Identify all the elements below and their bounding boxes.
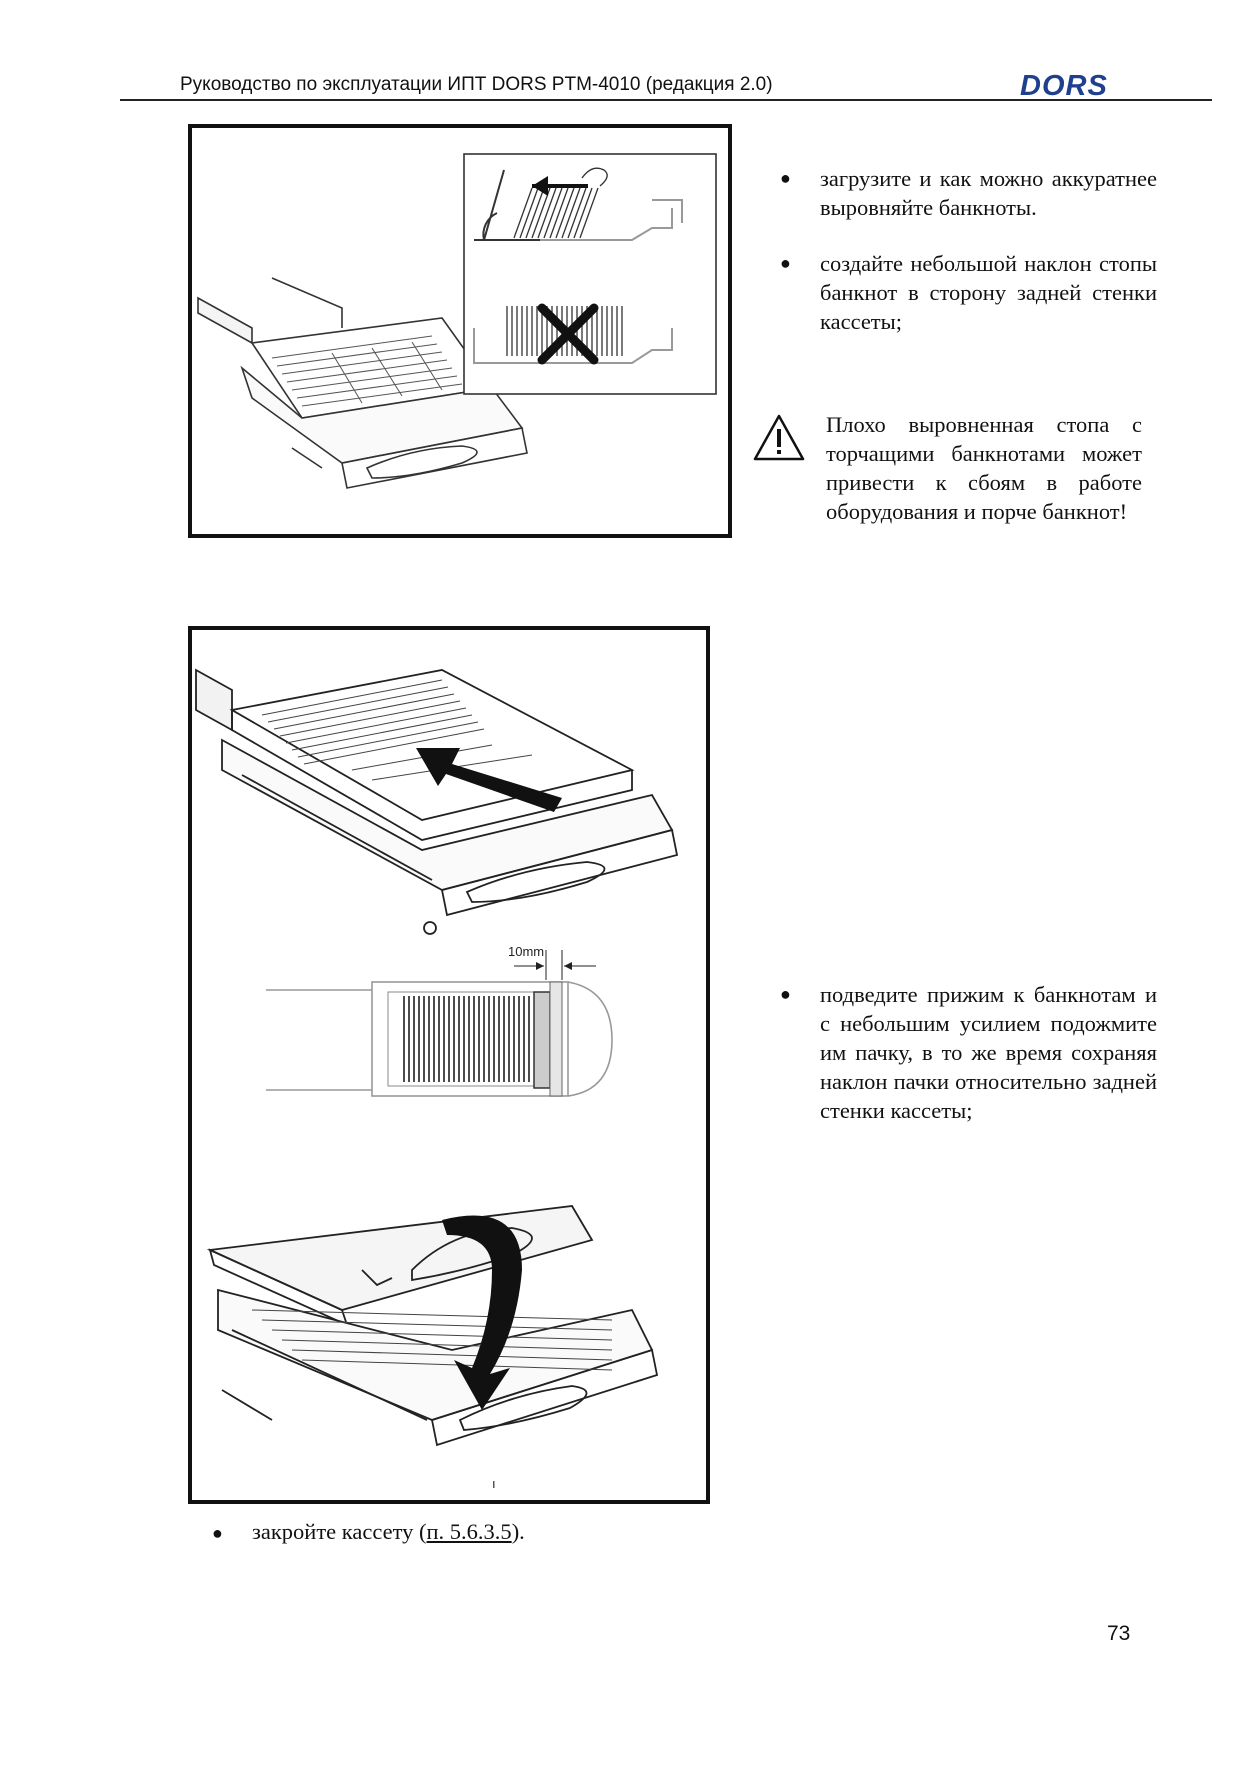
bullet-icon: ● [780,253,791,273]
instructions-top: ● загрузите и как можно аккуратнее выровн… [780,164,1157,363]
warning-triangle-icon [753,414,805,461]
cassette-closing-illustration: 10mm ı [195,668,679,1491]
bullet-icon: ● [780,168,791,188]
instruction-load-bills: загрузите и как можно аккуратнее выровня… [820,166,1157,220]
document-header-title: Руководство по эксплуатации ИПТ DORS PTM… [180,74,773,95]
dimension-label: 10mm [508,944,544,959]
instruction-tilt-stack: создайте небольшой наклон стопы банкнот … [820,251,1157,334]
bullet-icon: ● [212,1523,223,1543]
list-item: ● подведите прижим к банкнотам и с неболь… [780,980,1157,1125]
warning-text: Плохо выровненная стопа с торчащими банк… [826,412,1142,524]
close-cassette-text-after: ). [511,1519,525,1544]
instructions-middle: ● подведите прижим к банкнотам и с неболь… [780,980,1157,1152]
section-link[interactable]: п. 5.6.3.5 [426,1519,512,1544]
figure-cassette-loading [188,124,732,538]
svg-text:ı: ı [492,1476,496,1491]
list-item: ● создайте небольшой наклон стопы банкнот… [780,249,1157,336]
instruction-press-pusher: подведите прижим к банкнотам и с небольш… [820,982,1157,1123]
close-cassette-text-before: закройте кассету ( [252,1519,427,1544]
cassette-loading-illustration [197,153,717,489]
cross-icon [537,303,599,365]
instruction-close-cassette: ● закройте кассету (п. 5.6.3.5). [212,1519,525,1545]
dors-logo: DORS [1020,70,1108,102]
list-item: ● загрузите и как можно аккуратнее выровн… [780,164,1157,222]
bullet-icon: ● [780,984,791,1004]
page-number: 73 [1107,1622,1131,1645]
header-rule [120,99,1212,101]
figure-cassette-closing: 10mm ı [188,626,710,1504]
